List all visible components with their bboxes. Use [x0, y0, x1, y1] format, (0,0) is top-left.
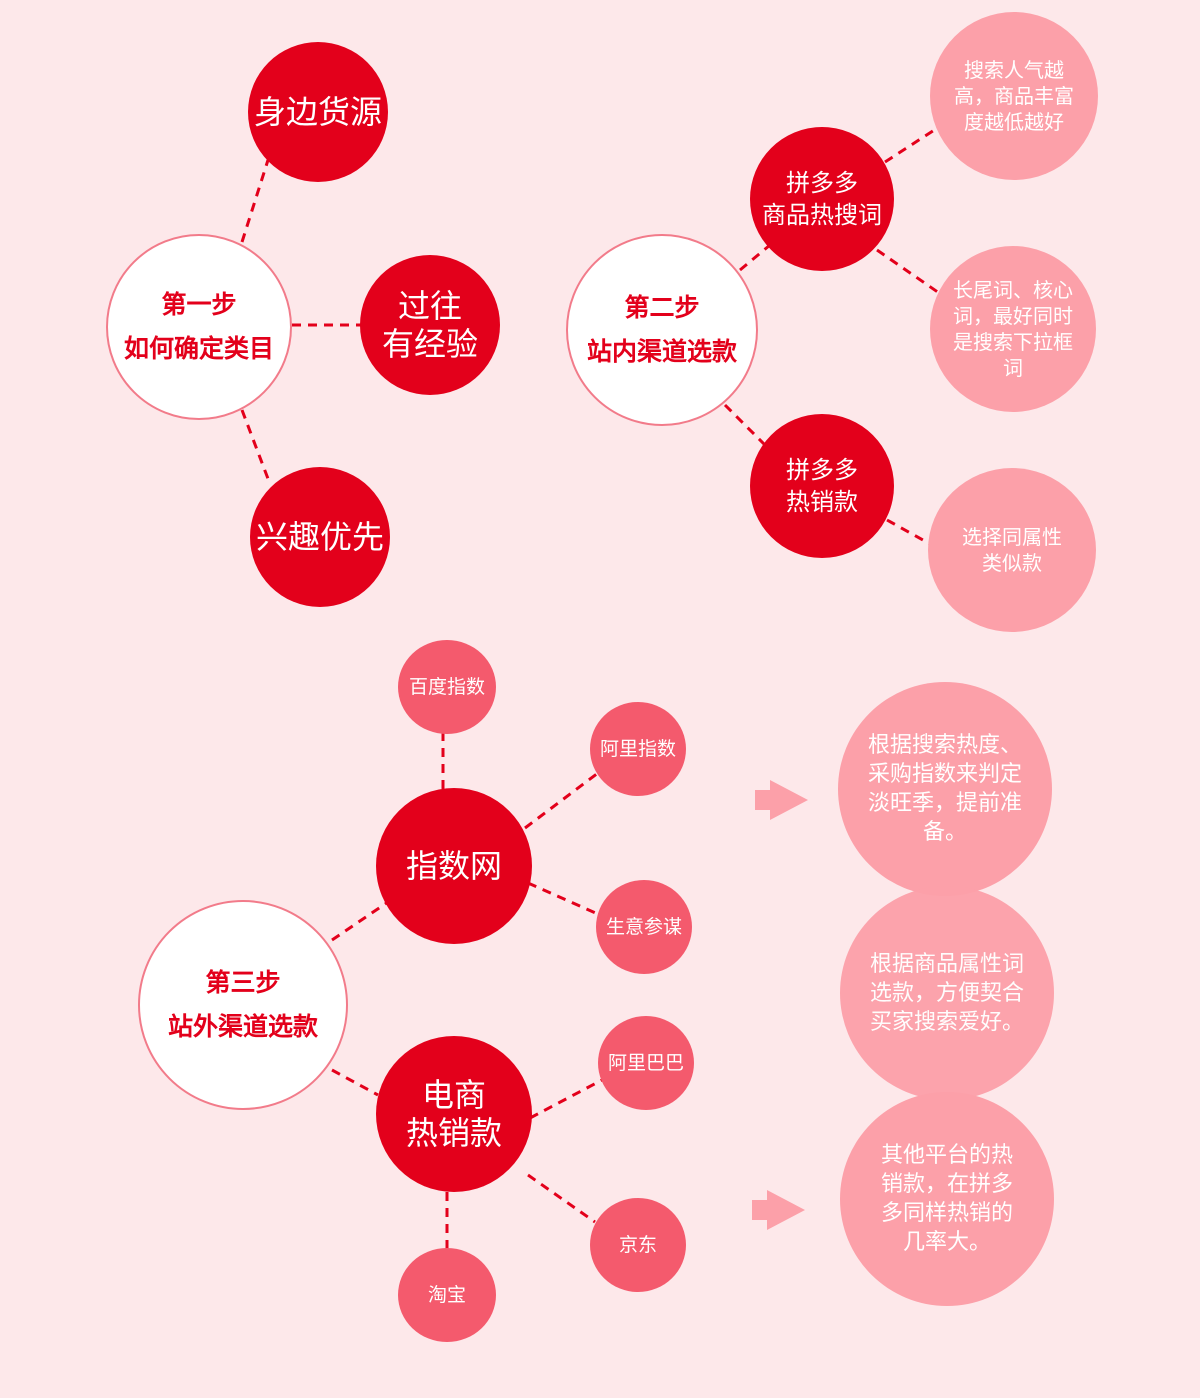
connector-step1-source: [240, 159, 270, 243]
source-taobao: 淘宝: [398, 1248, 496, 1342]
step1-item-source: 身边货源: [248, 42, 388, 182]
connector-step2-hotsearch: [739, 243, 771, 272]
step1-subtitle: 如何确定类目: [123, 334, 274, 363]
desc-season-forecast: 根据搜索热度、 采购指数来判定 淡旺季，提前准 备。: [838, 682, 1052, 896]
step1-item-interest: 兴趣优先: [250, 467, 390, 607]
connector-ecommerce-alibaba: [529, 1078, 603, 1120]
connector-hotsale-tip3: [886, 518, 933, 547]
desc-other-platform: 其他平台的热 销款，在拼多 多同样热销的 几率大。: [840, 1092, 1054, 1306]
connector-hotsearch-tip1: [884, 123, 943, 164]
connector-hotsearch-tip2: [876, 248, 943, 297]
connector-index-ali: [524, 771, 599, 830]
step2-tip-search-popularity: 搜索人气越 高，商品丰富 度越低越好: [930, 12, 1098, 180]
connector-step2-hotsale: [723, 403, 767, 447]
connector-step3-ecommerce: [331, 1068, 379, 1097]
step2-node: 第二步 站内渠道选款: [566, 234, 758, 426]
desc-attribute-selection: 根据商品属性词 选款，方便契合 买家搜索爱好。: [840, 886, 1054, 1100]
source-ali-index: 阿里指数: [590, 702, 686, 796]
step2-title: 第二步: [624, 293, 700, 322]
step2-tip-similar-items: 选择同属性 类似款: [928, 468, 1096, 632]
step3-ecommerce-node: 电商 热销款: [376, 1036, 532, 1192]
source-jd: 京东: [590, 1198, 686, 1292]
step1-title: 第一步: [161, 290, 237, 319]
connector-index-shengyi: [527, 881, 601, 917]
connector-step3-index: [331, 900, 389, 942]
step2-hot-search-node: 拼多多 商品热搜词: [750, 127, 894, 271]
step2-tip-longtail-keywords: 长尾词、核心 词，最好同时 是搜索下拉框 词: [930, 246, 1096, 412]
step1-node: 第一步 如何确定类目: [106, 234, 292, 420]
step3-node: 第三步 站外渠道选款: [138, 900, 348, 1110]
step1-item-experience: 过往 有经验: [360, 255, 500, 395]
arrow-right-icon: [752, 1190, 805, 1230]
step3-subtitle: 站外渠道选款: [167, 1012, 318, 1041]
step2-subtitle: 站内渠道选款: [586, 337, 737, 366]
step3-index-net-node: 指数网: [376, 788, 532, 944]
arrow-right-icon: [755, 780, 808, 820]
step3-title: 第三步: [205, 968, 281, 997]
source-alibaba: 阿里巴巴: [598, 1016, 694, 1110]
connector-ecommerce-jd: [527, 1173, 596, 1224]
source-baidu-index: 百度指数: [398, 640, 496, 734]
connector-step1-interest: [240, 409, 272, 485]
step2-hot-sale-node: 拼多多 热销款: [750, 414, 894, 558]
source-shengyi-canmou: 生意参谋: [596, 880, 692, 974]
